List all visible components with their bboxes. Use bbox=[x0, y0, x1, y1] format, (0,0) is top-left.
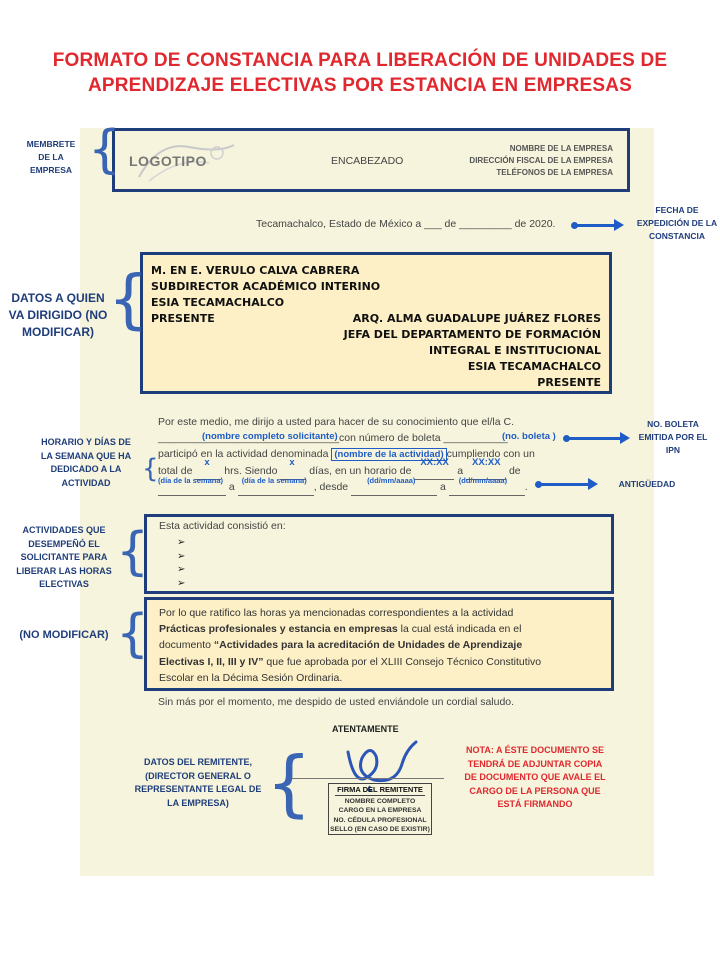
signature-line-3: NO. CÉDULA PROFESIONAL bbox=[333, 816, 427, 824]
label-nota: NOTA: A ÉSTE DOCUMENTO SE TENDRÁ DE ADJU… bbox=[464, 745, 606, 809]
body-line-5b: , desde bbox=[313, 481, 349, 493]
ratify-line-3-bold: “Actividades para la acreditación de Uni… bbox=[213, 639, 523, 652]
label-datos: DATOS A QUIEN VA DIRIGIDO (NO MODIFICAR) bbox=[8, 291, 108, 339]
ratify-box: Por lo que ratifico las horas ya mencion… bbox=[144, 597, 614, 691]
fill-date-end: (dd/mm/aaaa) bbox=[458, 476, 508, 485]
addressee-right-4: ESIA TECAMACHALCO bbox=[467, 360, 601, 373]
ratify-line-2: la cual está indicada en el bbox=[397, 623, 522, 636]
body-line-3b: cumpliendo con un bbox=[446, 448, 535, 460]
company-name: NOMBRE DE LA EMPRESA bbox=[509, 144, 613, 153]
actividades-brace-icon: { bbox=[116, 522, 150, 582]
fill-hours: x bbox=[204, 457, 210, 468]
boleta-arrow-head bbox=[620, 432, 630, 444]
boleta-arrow-dot bbox=[563, 435, 570, 442]
logo-text: LOGOTIPO bbox=[129, 153, 207, 169]
title-line-1: FORMATO DE CONSTANCIA PARA LIBERACIÓN DE… bbox=[52, 50, 668, 71]
activity-bullet-4: ➢ bbox=[177, 577, 186, 589]
antiguedad-arrow-head bbox=[588, 478, 598, 490]
fill-activity: (nombre de la actividad) bbox=[331, 448, 447, 461]
closing-line: Sin más por el momento, me despido de us… bbox=[158, 696, 515, 708]
horario-brace-icon: { bbox=[142, 454, 159, 484]
addressee-line-2: SUBDIRECTOR ACADÉMICO INTERINO bbox=[151, 280, 381, 293]
fill-time-start: XX:XX bbox=[420, 457, 449, 468]
date-arrow-head bbox=[614, 219, 624, 231]
label-boleta: NO. BOLETA EMITIDA POR EL IPN bbox=[638, 419, 708, 455]
activities-intro: Esta actividad consistió en: bbox=[159, 520, 286, 532]
title-line-2: APRENDIZAJE ELECTIVAS POR ESTANCIA EN EM… bbox=[87, 75, 633, 96]
fill-date-start: (dd/mm/aaaa) bbox=[367, 476, 416, 485]
ratify-line-2-bold: Prácticas profesionales y estancia en em… bbox=[159, 623, 398, 636]
antiguedad-arrow-line bbox=[540, 483, 590, 486]
company-address: DIRECCIÓN FISCAL DE LA EMPRESA bbox=[469, 156, 613, 165]
addressee-right-3: INTEGRAL E INSTITUCIONAL bbox=[428, 344, 601, 357]
body-line-5a: a bbox=[228, 481, 235, 493]
label-fecha: FECHA DE EXPEDICIÓN DE LA CONSTANCIA bbox=[636, 205, 718, 241]
ratify-line-4-bold: Electivas I, II, III y IV” bbox=[159, 655, 264, 668]
date-arrow-dot bbox=[571, 222, 578, 229]
signature-box: FIRMA DEL REMITENTE NOMBRE COMPLETO CARG… bbox=[328, 783, 432, 835]
date-arrow-line bbox=[576, 224, 616, 227]
fill-time-end: XX:XX bbox=[472, 457, 501, 468]
label-remitente: DATOS DEL REMITENTE, (DIRECTOR GENERAL O… bbox=[134, 757, 262, 808]
boleta-arrow-line bbox=[568, 437, 622, 440]
addressee-line-1: M. EN E. VERULO CALVA CABRERA bbox=[151, 264, 360, 277]
addressee-line-4: PRESENTE bbox=[151, 312, 215, 325]
label-actividades: ACTIVIDADES QUE DESEMPEÑÓ EL SOLICITANTE… bbox=[16, 525, 112, 589]
ratify-line-3: documento bbox=[159, 639, 214, 652]
letterhead-heading: ENCABEZADO bbox=[331, 155, 404, 167]
label-membrete: MEMBRETE DE LA EMPRESA bbox=[26, 139, 76, 175]
ratify-line-5: Escolar en la Décima Sesión Ordinaria. bbox=[159, 671, 343, 684]
remitente-brace-icon: { bbox=[266, 741, 312, 825]
company-phones: TELÉFONOS DE LA EMPRESA bbox=[496, 168, 613, 177]
body-line-4d: a bbox=[457, 465, 464, 477]
addressee-right-5: PRESENTE bbox=[537, 376, 601, 389]
body-line-5c: a bbox=[439, 481, 446, 493]
label-no-modificar: (NO MODIFICAR) bbox=[19, 629, 109, 641]
activity-bullet-2: ➢ bbox=[177, 550, 186, 562]
page-title: FORMATO DE CONSTANCIA PARA LIBERACIÓN DE… bbox=[20, 48, 700, 98]
body-paragraph: Por este medio, me dirijo a usted para h… bbox=[158, 414, 558, 496]
fill-boleta: (no. boleta ) bbox=[502, 431, 556, 442]
activities-box: Esta actividad consistió en: ➢ ➢ ➢ ➢ bbox=[144, 514, 614, 594]
nomodificar-brace-icon: { bbox=[116, 604, 150, 664]
addressee-box: M. EN E. VERULO CALVA CABRERA SUBDIRECTO… bbox=[140, 252, 612, 394]
date-line: Tecamachalco, Estado de México a ___ de … bbox=[256, 218, 556, 230]
membrete-brace-icon: { bbox=[88, 120, 122, 180]
activity-bullet-3: ➢ bbox=[177, 564, 186, 575]
body-line-4a: total de bbox=[158, 465, 193, 477]
label-antiguedad: ANTIGÜEDAD bbox=[618, 479, 676, 489]
addressee-right-1: ARQ. ALMA GUADALUPE JUÁREZ FLORES bbox=[352, 312, 601, 325]
firma-label: FIRMA DEL REMITENTE bbox=[335, 785, 425, 796]
logo-decoration-icon bbox=[138, 144, 235, 182]
body-line-2: _______________________________con númer… bbox=[158, 432, 508, 444]
ratify-line-4: que fue aprobada por el XLIII Consejo Té… bbox=[263, 655, 542, 668]
ratify-line-1: Por lo que ratifico las horas ya mencion… bbox=[159, 607, 514, 619]
letterhead-box: LOGOTIPO ENCABEZADO NOMBRE DE LA EMPRESA… bbox=[112, 128, 630, 192]
body-line-4e: de bbox=[508, 465, 521, 477]
signature-line-4: SELLO (EN CASO DE EXISTIR) bbox=[330, 826, 430, 833]
body-line-4c: días, en un horario de bbox=[309, 465, 412, 477]
signature-line-2: CARGO EN LA EMPRESA bbox=[338, 807, 422, 814]
body-line-4b: hrs. Siendo bbox=[224, 465, 278, 477]
activity-bullet-1: ➢ bbox=[177, 537, 186, 548]
body-line-3a: participó en la actividad denominada bbox=[158, 448, 329, 460]
antiguedad-arrow-dot bbox=[535, 481, 542, 488]
fill-day-start: (día de la semana) bbox=[158, 476, 224, 485]
fill-day-end: (día de la semana) bbox=[241, 476, 307, 485]
addressee-line-3: ESIA TECAMACHALCO bbox=[151, 296, 285, 309]
atentamente-label: ATENTAMENTE bbox=[332, 724, 399, 734]
signature-line bbox=[290, 778, 444, 779]
body-line-1: Por este medio, me dirijo a usted para h… bbox=[158, 416, 515, 428]
datos-brace-icon: { bbox=[108, 263, 149, 337]
addressee-right-2: JEFA DEL DEPARTAMENTO DE FORMACIÓN bbox=[343, 328, 601, 341]
signature-line-1: NOMBRE COMPLETO bbox=[344, 797, 416, 805]
label-horario: HORARIO Y DÍAS DE LA SEMANA QUE HA DEDIC… bbox=[40, 437, 132, 488]
fill-name: (nombre completo solicitante) bbox=[202, 431, 338, 442]
fill-days: x bbox=[289, 457, 295, 468]
